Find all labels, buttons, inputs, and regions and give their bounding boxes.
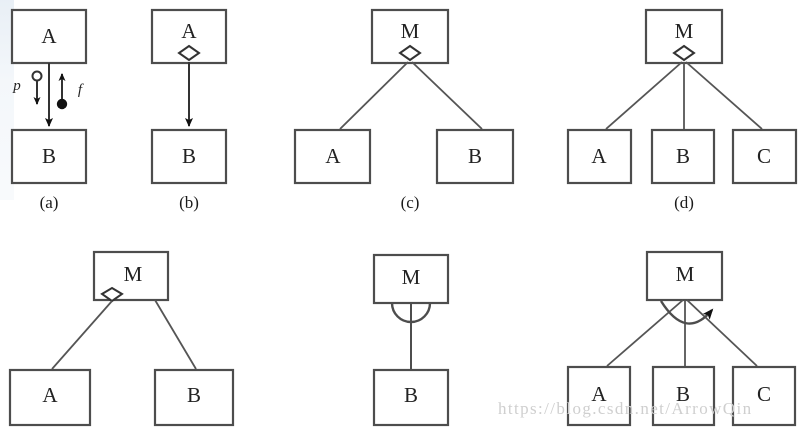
panel-d-box-B-label: B	[676, 144, 690, 168]
panel-e-box-M-label: M	[124, 262, 143, 286]
panel-d-box-M-label: M	[675, 19, 694, 43]
panel-c-edge-to-A	[339, 61, 409, 130]
required-interface-dot-icon	[56, 98, 68, 110]
caption-a: (a)	[40, 193, 59, 212]
panel-c-edge-to-B	[411, 61, 483, 130]
caption-b: (b)	[179, 193, 199, 212]
panel-g-box-B-label: B	[676, 382, 690, 406]
panel-e-box-A[interactable]	[8, 368, 92, 427]
composition-diamond-icon	[398, 44, 422, 62]
panel-f-box-M-label: M	[402, 265, 421, 289]
panel-g-box-B[interactable]	[651, 365, 716, 427]
panel-d-box-A-label: A	[591, 144, 607, 168]
panel-d-box-B[interactable]	[650, 128, 716, 185]
panel-g-edge-to-C	[686, 299, 758, 367]
panel-d-edge-to-C	[685, 61, 763, 130]
panel-a-box-A[interactable]	[10, 8, 88, 65]
panel-b-box-B-label: B	[182, 144, 196, 168]
panel-g-box-M-label: M	[676, 262, 695, 286]
panel-a-box-A-label: A	[41, 24, 57, 48]
panel-d-box-C-label: C	[757, 144, 771, 168]
panel-d-edge-to-A	[605, 61, 683, 130]
panel-a: A B p f	[10, 8, 88, 185]
panel-g-edge-to-A	[606, 299, 684, 367]
panel-g-box-C-label: C	[757, 382, 771, 406]
panel-c: M A B	[293, 8, 515, 185]
aggregation-diamond-icon	[177, 44, 201, 62]
panel-b-box-B[interactable]	[150, 128, 228, 185]
panel-a-box-B[interactable]	[10, 128, 88, 185]
panel-c-box-A-label: A	[325, 144, 341, 168]
panel-b-box-A-label: A	[181, 19, 197, 43]
panel-f-box-B[interactable]	[372, 368, 450, 427]
panel-d: M A B C	[566, 8, 798, 185]
panel-g-box-C[interactable]	[731, 365, 797, 427]
caption-row-top: (a) (b) (c) (d)	[40, 193, 694, 212]
panel-e: M A B	[8, 250, 235, 427]
panel-a-box-B-label: B	[42, 144, 56, 168]
panel-f-box-B-label: B	[404, 383, 418, 407]
panel-g-box-A[interactable]	[566, 365, 632, 427]
ordering-curved-arrow-icon	[659, 300, 714, 325]
panel-c-box-M-label: M	[401, 19, 420, 43]
panel-c-box-B[interactable]	[435, 128, 515, 185]
panel-g-box-A-label: A	[591, 382, 607, 406]
panel-f: M B	[372, 253, 450, 427]
panel-a-provided-label: p	[12, 78, 21, 94]
watermark: https://blog.csdn.net/ArrowQin	[498, 399, 752, 418]
panel-d-box-C[interactable]	[731, 128, 798, 185]
panel-e-edge-to-B	[154, 299, 197, 370]
caption-d: (d)	[674, 193, 694, 212]
panel-e-box-B[interactable]	[153, 368, 235, 427]
panel-c-box-A[interactable]	[293, 128, 372, 185]
panel-e-box-B-label: B	[187, 383, 201, 407]
panel-c-box-B-label: B	[468, 144, 482, 168]
composition-diamond-icon	[672, 44, 696, 62]
panel-g: M A B C	[566, 250, 797, 427]
panel-f-box-M[interactable]	[372, 253, 450, 305]
panel-b: A B	[150, 8, 228, 185]
panel-e-edge-to-A	[51, 300, 113, 370]
caption-c: (c)	[401, 193, 420, 212]
panel-d-box-A[interactable]	[566, 128, 633, 185]
panel-a-required-label: f	[78, 82, 84, 98]
provided-interface-circle-icon	[31, 70, 43, 82]
panel-e-box-A-label: A	[42, 383, 58, 407]
